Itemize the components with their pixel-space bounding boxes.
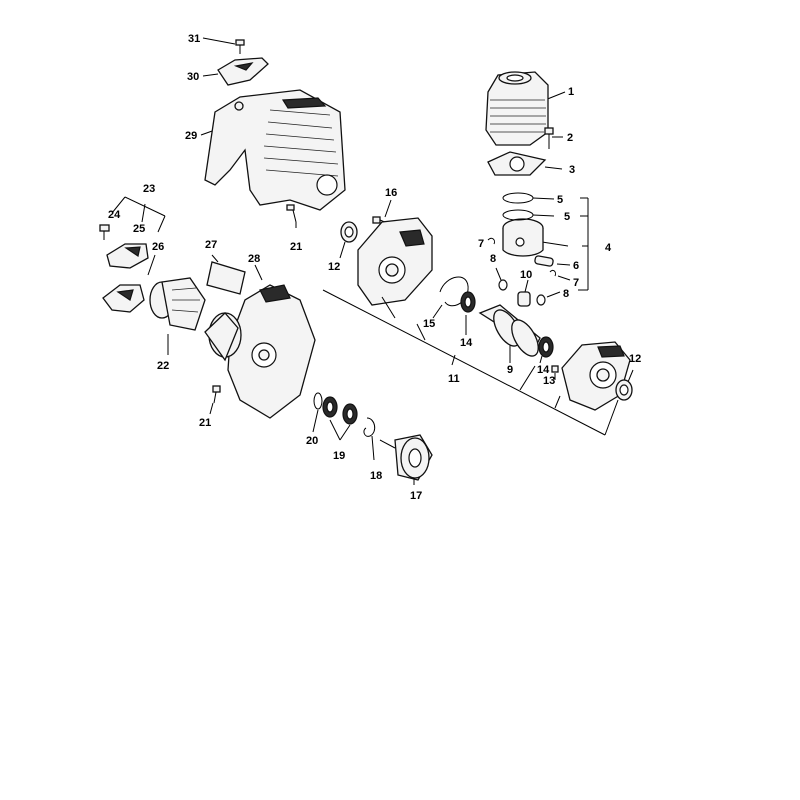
callout-25: 25 — [133, 223, 145, 235]
callout-16: 16 — [385, 187, 397, 199]
part-23-bracket — [111, 196, 166, 233]
callout-5-upper: 5 — [557, 194, 563, 206]
callout-1: 1 — [568, 86, 574, 98]
part-7-circlip-left — [487, 237, 495, 245]
callout-21-upper: 21 — [290, 241, 302, 253]
callout-7-right: 7 — [573, 277, 579, 289]
callout-24: 24 — [108, 209, 121, 221]
part-13-pin — [551, 365, 559, 380]
part-30-cap — [202, 57, 269, 86]
callout-11: 11 — [448, 373, 460, 385]
bracket-4-8 — [578, 197, 589, 291]
callout-12-left: 12 — [328, 261, 340, 273]
part-21-screw-lower — [209, 385, 221, 415]
part-21-screw-upper — [286, 204, 297, 228]
part-5-rings — [502, 192, 555, 221]
part-12-seal-right — [615, 369, 634, 401]
callout-19: 19 — [333, 450, 345, 462]
part-24-bolt — [99, 224, 110, 240]
callout-27: 27 — [205, 239, 217, 251]
part-9-crankshaft — [478, 304, 541, 363]
part-26-clamp-lower — [102, 254, 156, 313]
part-22-tube — [149, 277, 206, 355]
part-7-circlip-right — [549, 269, 571, 281]
callout-29: 29 — [185, 130, 197, 142]
callout-6: 6 — [573, 260, 579, 272]
part-10-needle-bearing — [517, 279, 531, 307]
part-17-clutch-drum — [379, 434, 433, 485]
part-6-piston-pin — [534, 255, 571, 267]
callout-4: 4 — [605, 242, 612, 254]
part-27-label — [206, 254, 246, 295]
callout-14-right: 14 — [537, 364, 550, 376]
part-4-piston — [502, 218, 569, 257]
part-28-fan-housing — [204, 264, 316, 419]
part-8-washer-right — [536, 291, 561, 306]
callout-9: 9 — [507, 364, 513, 376]
part-12-seal-left — [339, 221, 358, 259]
callout-12-right: 12 — [629, 353, 641, 365]
part-11-assembly-bracket — [322, 289, 619, 436]
callout-5-lower: 5 — [564, 211, 570, 223]
callout-7-left: 7 — [478, 238, 484, 250]
part-29-shroud — [200, 89, 346, 211]
callout-23: 23 — [143, 183, 155, 195]
part-3-gasket — [487, 151, 563, 176]
callout-labels: 31 30 29 21 23 24 25 26 27 28 22 21 16 1… — [108, 33, 641, 502]
part-2-bolt — [544, 127, 563, 149]
callout-15: 15 — [423, 318, 435, 330]
crankcase-left — [357, 217, 433, 306]
part-8-washer-left — [495, 267, 508, 291]
part-14-bearing-right — [538, 336, 554, 364]
part-31-screw — [202, 37, 245, 54]
part-25-clamp — [106, 243, 149, 269]
callout-28: 28 — [248, 253, 260, 265]
callout-20: 20 — [306, 435, 318, 447]
callout-13: 13 — [543, 375, 555, 387]
callout-22: 22 — [157, 360, 169, 372]
callout-8-left: 8 — [490, 253, 496, 265]
callout-26: 26 — [152, 241, 164, 253]
callout-31: 31 — [188, 33, 200, 45]
callout-17: 17 — [410, 490, 422, 502]
callout-2: 2 — [567, 132, 573, 144]
part-19-bearings — [322, 396, 358, 441]
part-20-ring — [312, 392, 323, 433]
crankcase-right — [561, 341, 631, 411]
callout-21-lower: 21 — [199, 417, 211, 429]
callout-8-right: 8 — [563, 288, 569, 300]
callout-3: 3 — [569, 164, 575, 176]
callout-10: 10 — [520, 269, 532, 281]
callout-14-left: 14 — [460, 337, 473, 349]
part-14-bearing-left — [460, 291, 476, 335]
part-18-circlip — [363, 417, 376, 461]
callout-30: 30 — [187, 71, 199, 83]
part-15-gasket — [432, 276, 469, 319]
callout-18: 18 — [370, 470, 382, 482]
